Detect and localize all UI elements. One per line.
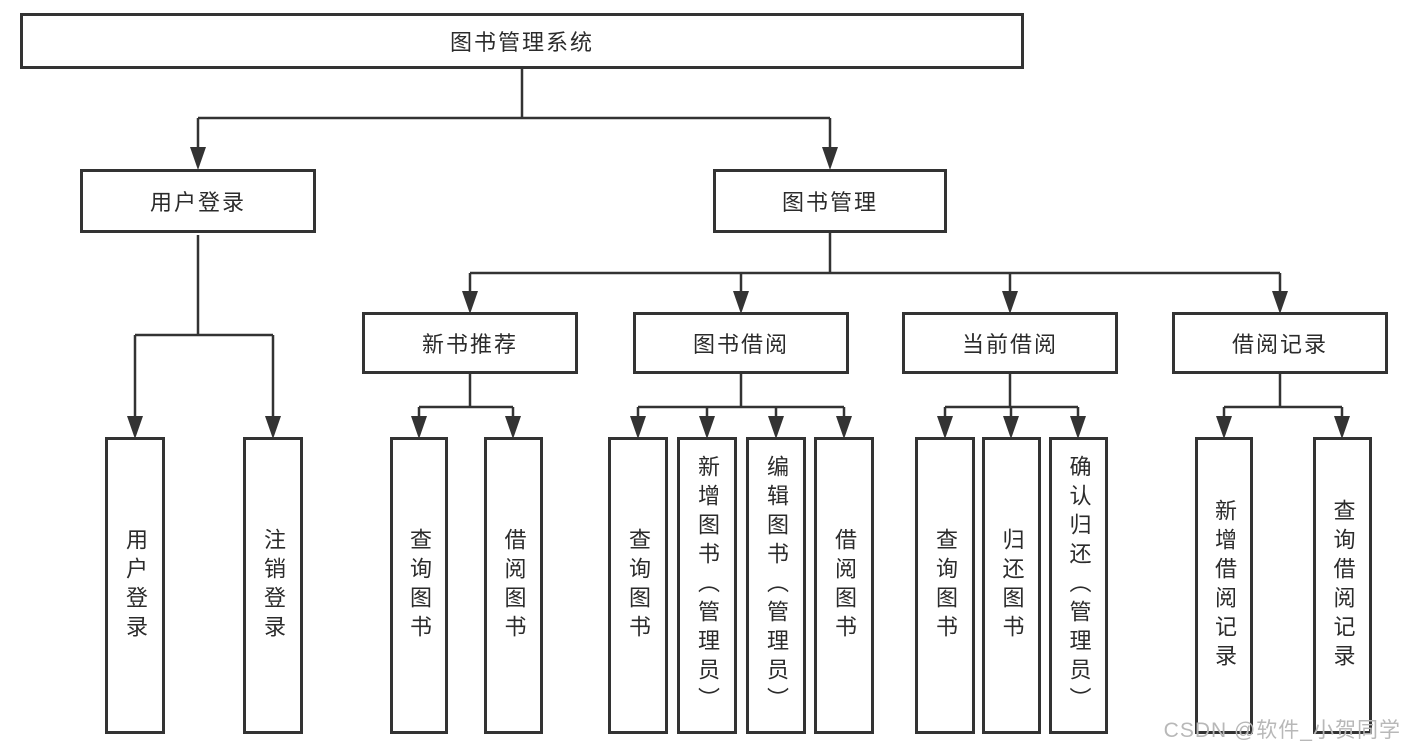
node-book-management: 图书管理: [713, 169, 947, 233]
node-borrow-records-label: 借阅记录: [1231, 332, 1328, 357]
arrowheads: [127, 147, 1350, 439]
leaf-user-login: 用户登录: [105, 437, 165, 734]
leaf-recommend-query-books: 查询图书: [390, 437, 448, 734]
leaf-logout-login-label: 注销登录: [261, 527, 286, 644]
leaf-borrow-borrow-books-label: 借阅图书: [832, 527, 857, 644]
node-new-book-recommend-label: 新书推荐: [421, 332, 518, 357]
node-user-login-label: 用户登录: [149, 190, 246, 215]
leaf-recommend-borrow-books-label: 借阅图书: [501, 527, 527, 644]
leaf-current-query-books-label: 查询图书: [933, 527, 958, 644]
leaf-add-borrow-record-label: 新增借阅记录: [1212, 498, 1237, 673]
node-root-label: 图书管理系统: [449, 30, 594, 55]
node-book-borrow: 图书借阅: [633, 312, 849, 374]
leaf-edit-book-admin: 编辑图书（管理员）: [746, 437, 806, 734]
node-book-borrow-label: 图书借阅: [692, 332, 789, 357]
leaf-borrow-borrow-books: 借阅图书: [814, 437, 874, 734]
leaf-user-login-label: 用户登录: [123, 527, 148, 644]
node-new-book-recommend: 新书推荐: [362, 312, 578, 374]
node-current-borrow: 当前借阅: [902, 312, 1118, 374]
leaf-return-book-label: 归还图书: [999, 527, 1025, 644]
leaf-query-borrow-record: 查询借阅记录: [1313, 437, 1372, 734]
leaf-add-book-admin-label: 新增图书（管理员）: [695, 455, 720, 716]
leaf-return-book: 归还图书: [982, 437, 1041, 734]
csdn-watermark: CSDN @软件_小贺同学: [1163, 719, 1401, 742]
leaf-confirm-return-admin: 确认归还（管理员）: [1049, 437, 1108, 734]
node-user-login: 用户登录: [80, 169, 316, 233]
leaf-recommend-borrow-books: 借阅图书: [484, 437, 543, 734]
leaf-add-borrow-record: 新增借阅记录: [1195, 437, 1253, 734]
node-borrow-records: 借阅记录: [1172, 312, 1388, 374]
leaf-add-book-admin: 新增图书（管理员）: [677, 437, 737, 734]
leaf-confirm-return-admin-label: 确认归还（管理员）: [1066, 455, 1092, 716]
node-current-borrow-label: 当前借阅: [961, 332, 1058, 357]
leaf-borrow-query-books: 查询图书: [608, 437, 668, 734]
leaf-current-query-books: 查询图书: [915, 437, 975, 734]
leaf-query-borrow-record-label: 查询借阅记录: [1330, 498, 1356, 673]
leaf-edit-book-admin-label: 编辑图书（管理员）: [764, 455, 789, 716]
node-root: 图书管理系统: [20, 13, 1024, 69]
leaf-borrow-query-books-label: 查询图书: [626, 527, 651, 644]
leaf-recommend-query-books-label: 查询图书: [407, 527, 432, 644]
node-book-management-label: 图书管理: [781, 190, 878, 215]
leaf-logout-login: 注销登录: [243, 437, 303, 734]
